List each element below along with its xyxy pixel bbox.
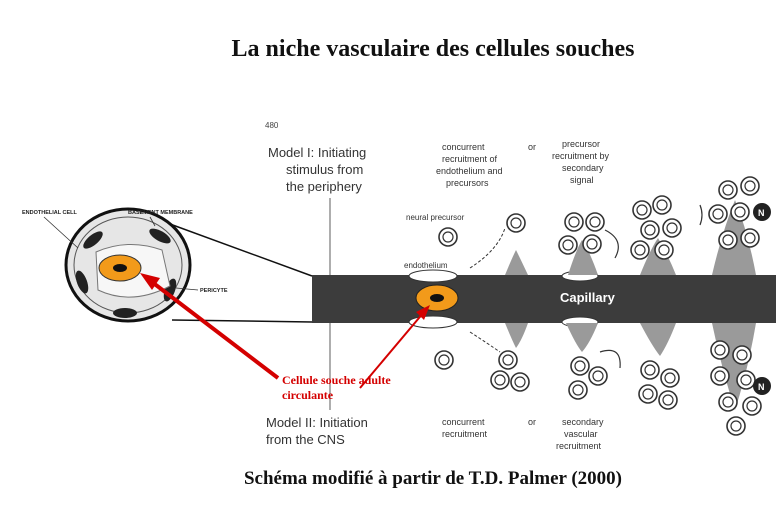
model2-text-line2: from the CNS [266,432,345,447]
page-number-label: 480 [265,121,279,130]
capillary-label: Capillary [560,290,616,305]
neuron-bottom-label: N [758,382,765,392]
top-concurrent-line1: concurrent [442,142,485,152]
top-precursor-line4: signal [570,175,594,185]
bottom-secondary-line2: vascular [564,429,598,439]
model2-text-line1: Model II: Initiation [266,415,368,430]
bottom-or-label: or [528,417,536,427]
top-concurrent-line4: precursors [446,178,489,188]
endothelial-cell-label: ENDOTHELIAL CELL [22,210,78,216]
top-concurrent-line2: recruitment of [442,154,498,164]
endothelium-label: endothelium [404,261,448,270]
capillary-cross-section [66,209,190,321]
bottom-concurrent-line1: concurrent [442,417,485,427]
model1-text-line1: Model I: Initiating [268,145,366,160]
pericyte-label: PERICYTE [200,288,228,294]
source-caption: Schéma modifié à partir de T.D. Palmer (… [0,468,776,490]
bottom-secondary-line1: secondary [562,417,604,427]
neuron-top-label: N [758,208,765,218]
model1-text-line2: stimulus from [286,162,363,177]
top-precursor-line2: recruitment by [552,151,610,161]
neural-precursor-label: neural precursor [406,213,465,222]
bottom-concurrent-line2: recruitment [442,429,488,439]
top-precursor-line3: secondary [562,163,604,173]
stem-cell-label-line2: circulante [282,388,334,402]
bottom-secondary-line3: recruitment [556,441,602,451]
basement-membrane-label: BASEMENT MEMBRANE [128,210,193,216]
stem-cell-label-line1: Cellule souche adulte [282,373,391,387]
top-or-label: or [528,142,536,152]
model1-text-line3: the periphery [286,179,362,194]
top-concurrent-line3: endothelium and [436,166,503,176]
top-precursor-line1: precursor [562,139,600,149]
